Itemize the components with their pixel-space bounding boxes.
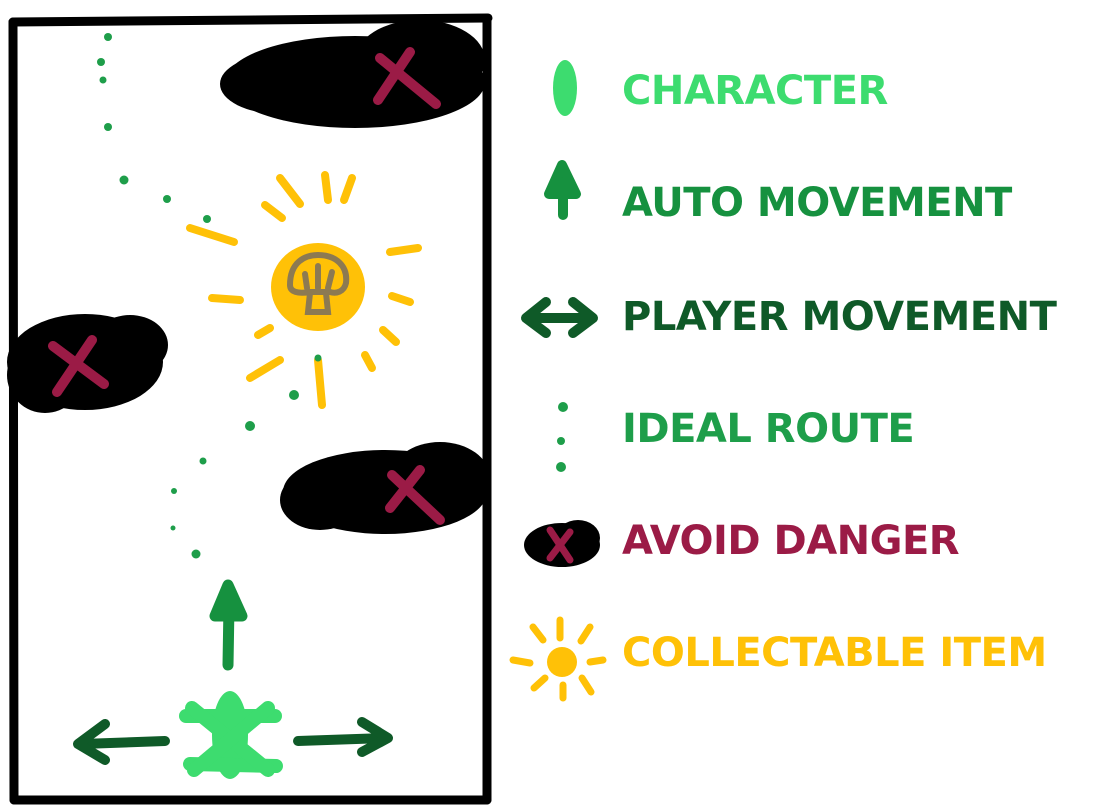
- legend-item-player-movement: PLAYER MOVEMENT: [526, 294, 1058, 340]
- legend-item-character: CHARACTER: [553, 60, 888, 116]
- legend-item-ideal-route: IDEAL ROUTE: [556, 402, 914, 472]
- danger-obstacle-top: [220, 20, 485, 128]
- player-movement-right-arrow: [298, 722, 388, 752]
- dotted-route-icon: [556, 402, 568, 472]
- auto-movement-arrow: [215, 585, 242, 665]
- collectable-item: [190, 175, 418, 405]
- legend-label-character: CHARACTER: [622, 68, 888, 114]
- danger-obstacle-left: [7, 314, 168, 413]
- legend-item-avoid-danger: AVOID DANGER: [524, 518, 959, 567]
- danger-obstacle-right: [280, 442, 490, 534]
- legend-item-collectable: COLLECTABLE ITEM: [513, 620, 1047, 698]
- legend-label-ideal-route: IDEAL ROUTE: [622, 406, 914, 452]
- up-arrow-icon: [549, 165, 576, 215]
- legend-label-auto-movement: AUTO MOVEMENT: [622, 180, 1013, 226]
- double-arrow-icon: [526, 302, 593, 333]
- legend-label-player-movement: PLAYER MOVEMENT: [622, 294, 1058, 340]
- legend-item-auto-movement: AUTO MOVEMENT: [549, 165, 1013, 226]
- player-movement-left-arrow: [78, 724, 165, 760]
- character-icon: [553, 60, 577, 116]
- legend-label-collectable: COLLECTABLE ITEM: [622, 630, 1047, 676]
- legend-label-avoid-danger: AVOID DANGER: [622, 518, 959, 564]
- danger-x-icon: [524, 520, 600, 567]
- player-character: [186, 691, 276, 779]
- sun-item-icon: [513, 620, 603, 698]
- legend: CHARACTER AUTO MOVEMENT PLAYER MOVEMENT: [513, 60, 1058, 698]
